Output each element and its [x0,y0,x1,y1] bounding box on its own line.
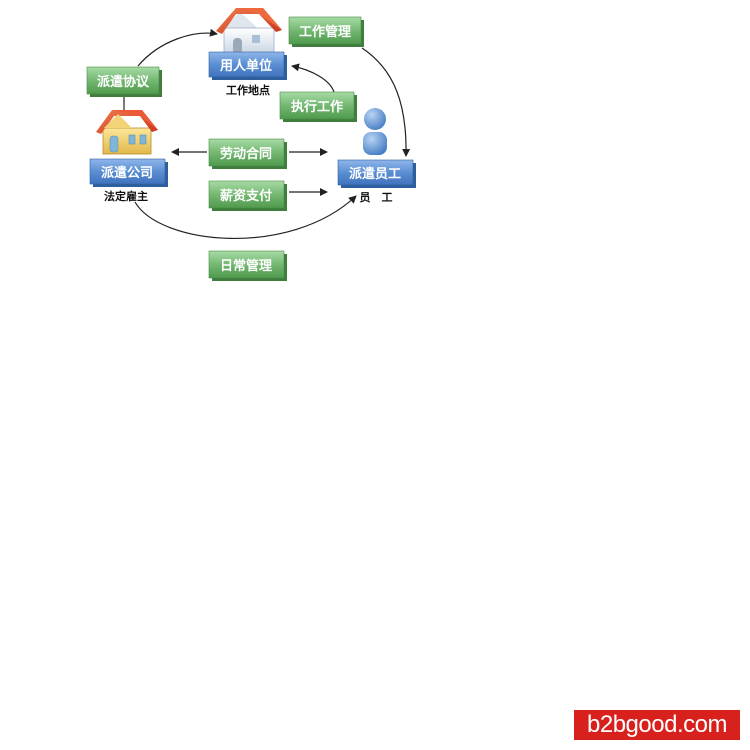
relation-daily-management: 日常管理 [208,250,287,281]
site-watermark: b2bgood.com [574,710,740,740]
daily-management-label: 日常管理 [220,258,272,274]
node-dispatched-employee: 派遣员工 [337,159,416,188]
relation-salary-payment: 薪资支付 [208,180,287,211]
office-house-icon [216,8,282,55]
dispatch-company-caption: 法定雇主 [104,189,148,203]
dispatched-employee-label: 派遣员工 [349,166,401,182]
perform-work-label: 执行工作 [291,99,343,115]
relation-labor-contract: 劳动合同 [208,138,287,169]
arrow-management-to-employee [361,47,411,157]
dispatch-company-label: 派遣公司 [101,165,153,181]
node-employer-unit: 用人单位 [208,51,287,80]
company-house-icon [96,110,158,155]
relation-work-management: 工作管理 [288,16,364,47]
dispatch-agreement-label: 派遣协议 [97,74,150,90]
relation-perform-work: 执行工作 [279,91,357,122]
node-dispatch-company: 派遣公司 [89,158,168,187]
arrow-daily-management-to-employee [134,195,357,239]
employer-unit-label: 用人单位 [219,58,272,74]
connector-arrows [123,28,411,239]
labor-contract-label: 劳动合同 [220,146,272,162]
employer-unit-caption: 工作地点 [226,83,270,97]
relation-dispatch-agreement: 派遣协议 [86,66,162,97]
salary-payment-label: 薪资支付 [220,188,272,204]
arrow-company-to-employer [137,28,218,67]
arrow-perform-work-to-employer [291,63,335,93]
work-management-label: 工作管理 [299,24,351,40]
person-icon [363,108,387,155]
dispatched-employee-caption: 员 工 [360,191,393,204]
